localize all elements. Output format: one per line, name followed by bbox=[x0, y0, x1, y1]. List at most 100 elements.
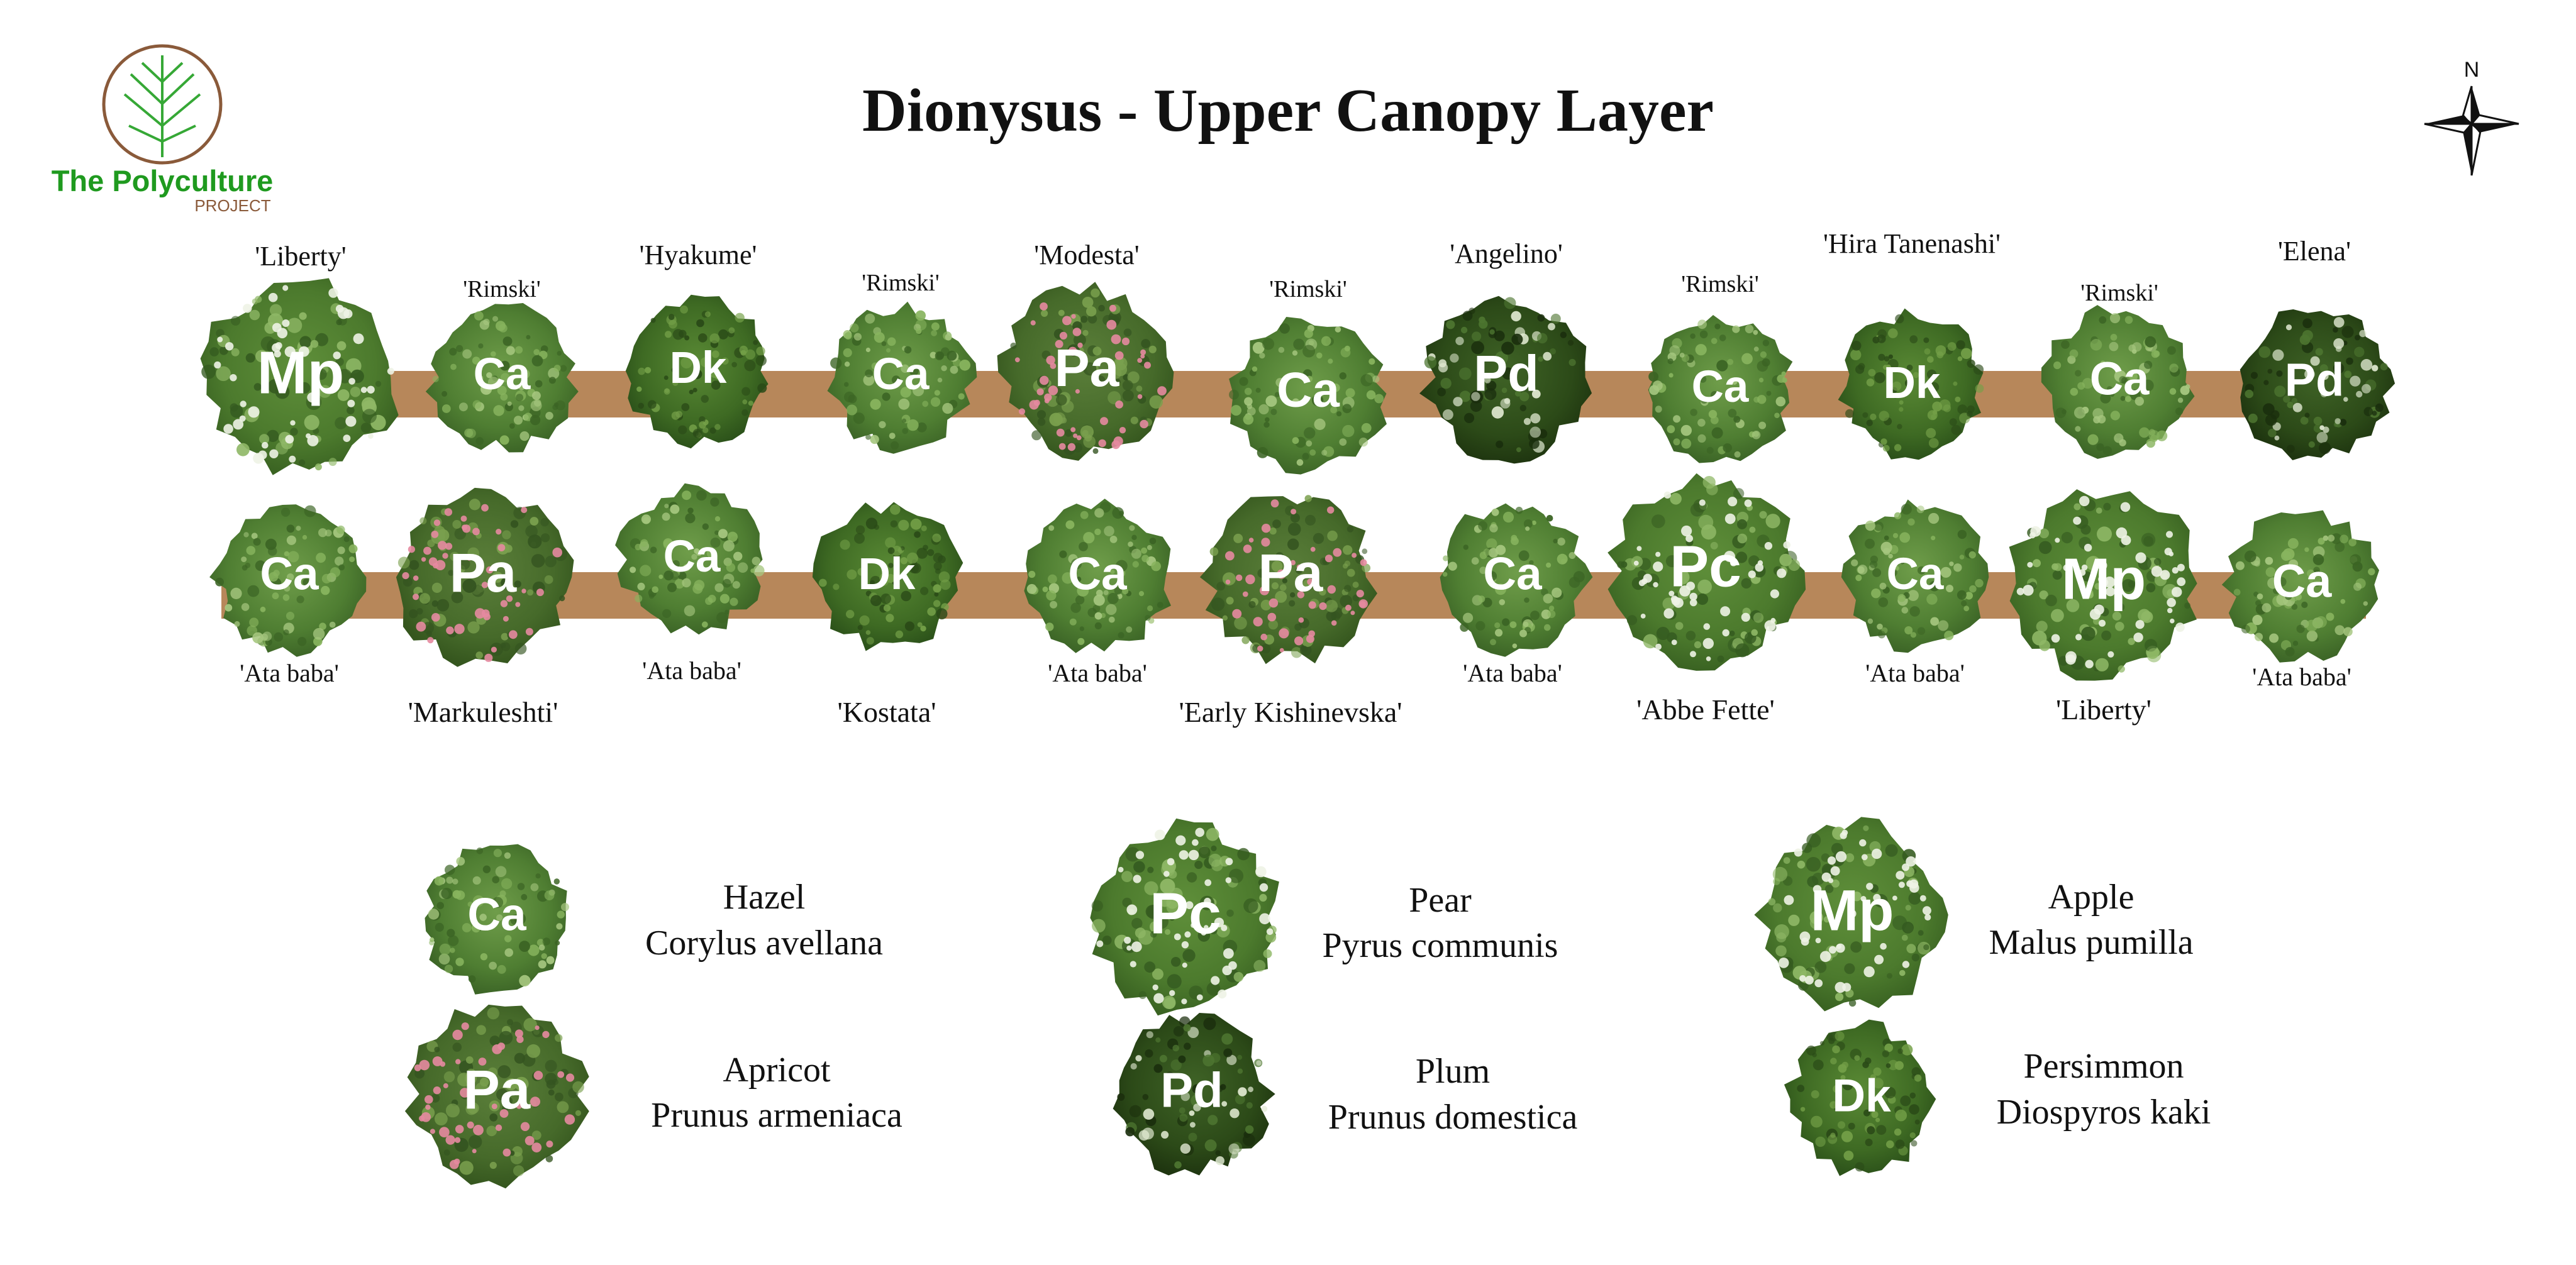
tree-dk: Dk bbox=[812, 502, 963, 651]
leaf-texture bbox=[1648, 319, 1787, 458]
cultivar-label: 'Ata baba' bbox=[240, 659, 339, 687]
legend-common-name: Persimmon bbox=[2023, 1047, 2184, 1086]
species-code: Dk bbox=[858, 550, 916, 599]
legend-tree-mp: Mp bbox=[1754, 817, 1948, 1012]
tree-ca: Ca bbox=[1440, 503, 1593, 657]
tree-ca: Ca bbox=[1841, 499, 1989, 653]
species-code: Dk bbox=[1832, 1070, 1891, 1121]
legend-latin-name: Prunus domestica bbox=[1328, 1098, 1578, 1137]
tree-dk: Dk bbox=[625, 294, 769, 449]
tree-ca: Ca bbox=[209, 504, 367, 657]
leaf-texture bbox=[397, 499, 567, 662]
legend-latin-name: Pyrus communis bbox=[1323, 926, 1558, 965]
leaf-texture bbox=[636, 305, 767, 438]
tree-row-1: Mp'Liberty'Ca'Rimski'Dk'Hyakume'Ca'Rimsk… bbox=[200, 228, 2396, 475]
cultivar-label: 'Modesta' bbox=[1034, 240, 1139, 270]
species-code: Pa bbox=[1055, 338, 1120, 397]
tree-pa: Pa bbox=[997, 282, 1174, 461]
cultivar-label: 'Markuleshti' bbox=[408, 696, 558, 728]
legend-common-name: Pear bbox=[1409, 881, 1472, 920]
leaf-veins-icon bbox=[123, 55, 201, 157]
leaf-texture bbox=[1845, 314, 1984, 452]
tree-ca: Ca bbox=[425, 303, 579, 453]
leaf-texture bbox=[2053, 312, 2190, 456]
legend-common-name: Hazel bbox=[723, 878, 806, 917]
tree-pa: Pa bbox=[396, 487, 574, 667]
compass-north-label: N bbox=[2464, 58, 2480, 82]
legend-tree-pa: Pa bbox=[404, 1004, 589, 1189]
leaf-texture bbox=[1617, 476, 1801, 663]
tree-mp: Mp bbox=[2009, 489, 2197, 681]
cultivar-label: 'Ata baba' bbox=[1865, 659, 1965, 687]
cultivar-label: 'Kostata' bbox=[837, 696, 936, 728]
species-code: Mp bbox=[257, 339, 345, 406]
species-code: Ca bbox=[1887, 550, 1944, 599]
tree-pa: Pa bbox=[1199, 495, 1377, 665]
tree-ca: Ca bbox=[2041, 305, 2195, 459]
species-code: Ca bbox=[1277, 362, 1340, 417]
species-code: Pd bbox=[2285, 354, 2345, 406]
tree-ca: Ca bbox=[1024, 499, 1171, 653]
species-code: Ca bbox=[474, 350, 531, 399]
leaf-texture bbox=[830, 310, 970, 450]
cultivar-label: 'Ata baba' bbox=[1463, 659, 1562, 687]
leaf-texture bbox=[1026, 502, 1163, 645]
canopy-shape bbox=[1841, 499, 1989, 653]
cultivar-label: 'Early Kishinevska' bbox=[1179, 696, 1402, 728]
legend-common-name: Apple bbox=[2048, 878, 2135, 917]
cultivar-label: 'Hyakume' bbox=[640, 240, 757, 270]
cultivar-label: 'Rimski' bbox=[862, 270, 940, 296]
legend-tree-dk: Dk bbox=[1784, 1019, 1936, 1176]
leaf-texture bbox=[818, 504, 951, 645]
compass-rose-icon: N bbox=[2424, 58, 2519, 176]
cultivar-label: 'Rimski' bbox=[463, 276, 541, 302]
species-code: Mp bbox=[2062, 546, 2146, 612]
species-code: Pa bbox=[450, 543, 517, 604]
species-code: Ca bbox=[1483, 548, 1543, 599]
species-code: Ca bbox=[467, 889, 527, 940]
leaf-texture bbox=[1442, 507, 1585, 649]
logo: The Polyculture PROJECT bbox=[52, 44, 273, 215]
logo-subname: PROJECT bbox=[194, 196, 270, 215]
leaf-texture bbox=[2245, 317, 2388, 455]
species-code: Ca bbox=[2090, 353, 2150, 405]
species-code: Mp bbox=[1811, 878, 1894, 942]
legend-tree-pc: Pc bbox=[1090, 818, 1279, 1016]
tree-row-2: Ca'Ata baba'Pa'Markuleshti'Ca'Ata baba'D… bbox=[209, 473, 2379, 728]
leaf-texture bbox=[1010, 288, 1167, 455]
tree-ca: Ca bbox=[827, 301, 977, 454]
leaf-texture bbox=[1768, 825, 1931, 1007]
species-code: Ca bbox=[663, 532, 721, 582]
tree-ca: Ca bbox=[615, 483, 765, 635]
leaf-texture bbox=[2016, 495, 2191, 673]
legend-tree-pd: Pd bbox=[1113, 1013, 1275, 1176]
cultivar-label: 'Liberty' bbox=[2056, 693, 2151, 726]
leaf-texture bbox=[215, 505, 358, 647]
tree-ca: Ca bbox=[1229, 317, 1387, 475]
cultivar-label: 'Hira Tanenashi' bbox=[1823, 228, 2001, 259]
canopy-shape bbox=[425, 844, 567, 995]
species-code: Ca bbox=[872, 350, 930, 399]
cultivar-label: 'Rimski' bbox=[1681, 271, 1759, 297]
legend-tree-ca: Ca bbox=[425, 844, 569, 995]
leaf-texture bbox=[428, 848, 569, 986]
tree-plan: Mp 'Liberty' Ca 'Rimski' Dk 'Hyakume' Ca 'Rimsk… bbox=[200, 228, 2396, 728]
page-title: Dionysus - Upper Canopy Layer bbox=[862, 77, 1714, 145]
species-code: Ca bbox=[2272, 555, 2332, 607]
tree-dk: Dk bbox=[1838, 308, 1984, 460]
leaf-texture bbox=[201, 285, 394, 471]
canopy-shape bbox=[2240, 309, 2396, 460]
legend-common-name: Apricot bbox=[723, 1051, 831, 1090]
leaf-texture bbox=[414, 1007, 584, 1176]
legend-latin-name: Diospyros kaki bbox=[1997, 1093, 2211, 1132]
species-code: Pd bbox=[1474, 345, 1539, 402]
leaf-texture bbox=[1117, 1016, 1268, 1169]
leaf-texture bbox=[2233, 533, 2375, 657]
